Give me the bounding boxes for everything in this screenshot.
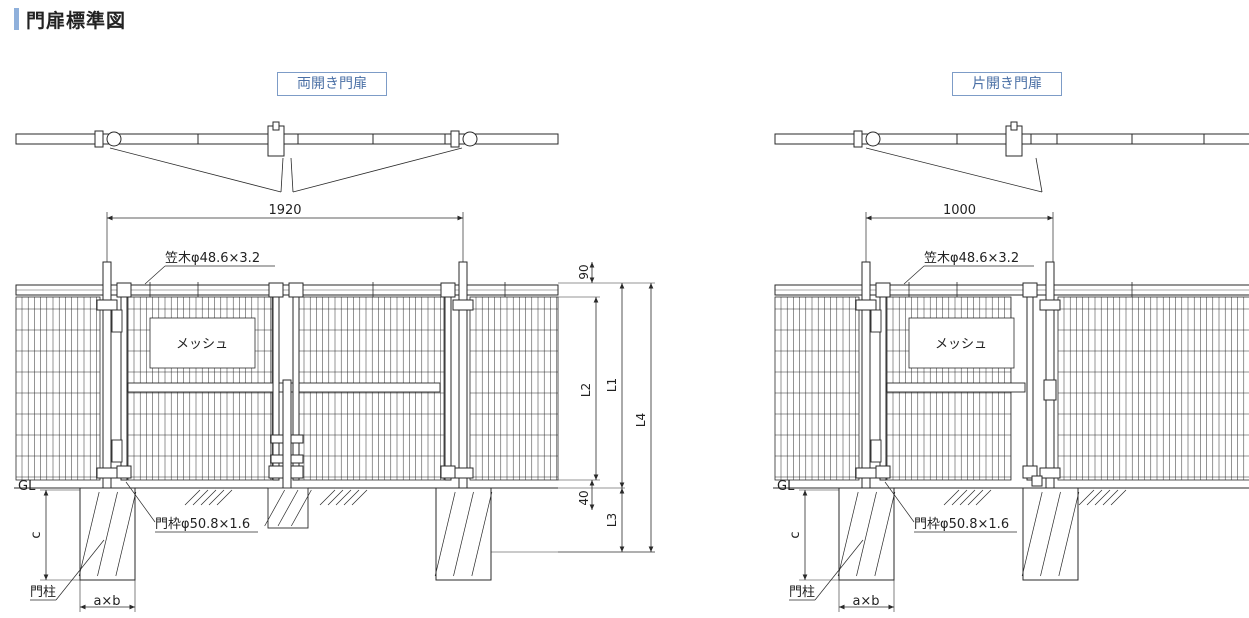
plan-hinge-bracket — [450, 130, 460, 148]
mesh-label: メッシュ — [176, 337, 228, 352]
latch-single — [1043, 379, 1057, 401]
gate-frame-foot — [268, 465, 284, 479]
dim-L1-value: L1 — [605, 378, 619, 392]
top-rail-leader — [903, 265, 925, 285]
footing-hatch-1 — [1021, 491, 1080, 577]
dim-L2-value: L2 — [579, 383, 593, 397]
plan-view — [774, 121, 1249, 193]
single-gate-drawing: 1000笠木φ48.6×3.2メッシュGL門枠φ50.8×1.6c門柱a×b90… — [773, 121, 1249, 612]
footing-hatch-0 — [837, 491, 896, 577]
plan-latch-knob — [1010, 121, 1018, 131]
plan-rail — [15, 133, 559, 145]
hinge — [870, 309, 882, 333]
plan-hinge — [462, 131, 478, 147]
plan-latch-knob — [272, 121, 280, 131]
dim-L4-value: L4 — [634, 413, 648, 427]
dim-top-value: 90 — [577, 264, 591, 279]
gate-frame-cap — [875, 282, 891, 298]
fence-mesh-left — [15, 296, 101, 481]
socket-hatch — [264, 489, 312, 527]
gate-frame-cap — [440, 282, 456, 298]
dim-L3-value: L3 — [605, 513, 619, 527]
fence-mesh-left-frame — [15, 296, 101, 481]
top-rail-leader — [144, 265, 166, 285]
hinge — [870, 439, 882, 463]
title-accent-bar — [14, 8, 19, 30]
post-label: 門柱 — [30, 585, 56, 600]
gate-frame-stile-2 — [292, 289, 300, 481]
mesh-label-box — [908, 317, 1015, 369]
fence-mesh-right-frame — [1057, 296, 1249, 481]
gl-label: GL — [18, 479, 36, 494]
footing-hatch-0 — [78, 491, 137, 577]
fence-mesh-left-frame — [774, 296, 860, 481]
fence-mesh-right — [1057, 296, 1249, 481]
footing-hatch-1 — [434, 491, 493, 577]
post-bracket-bottom — [452, 467, 474, 479]
depth-label: c — [788, 531, 803, 538]
fence-mesh-right-frame — [469, 296, 559, 481]
hinge — [111, 309, 123, 333]
gate-frame-cap — [116, 282, 132, 298]
gate-frame-cap — [268, 282, 284, 298]
page-title-text: 門扉標準図 — [26, 9, 127, 32]
frame-leader — [884, 481, 915, 523]
frame-label: 門枠φ50.8×1.6 — [155, 517, 250, 532]
width-dimension-value: 1920 — [268, 203, 301, 218]
depth-label: c — [29, 531, 44, 538]
gate-frame-cap — [1022, 282, 1038, 298]
ground-hatch — [943, 489, 1127, 506]
section-label-single: 片開き門扉 — [952, 72, 1062, 96]
gate-frame-foot — [1022, 465, 1038, 479]
post-label: 門柱 — [789, 585, 815, 600]
gate-frame-stile-1 — [1026, 289, 1034, 481]
plan-view — [15, 121, 559, 193]
post-leader — [55, 539, 105, 601]
mesh-label: メッシュ — [935, 337, 987, 352]
hinge — [111, 439, 123, 463]
post-bracket-bottom — [96, 467, 118, 479]
post-bracket-top — [452, 299, 474, 311]
swing-line-right — [292, 147, 463, 193]
double-gate-drawing: 1920 笠木φ48.6×3.2 メッシュ GL 門枠φ50.8×1.6 c 門柱 a×b 90… — [14, 121, 655, 612]
plan-hinge-bracket — [853, 130, 863, 148]
top-rail-label: 笠木φ48.6×3.2 — [165, 251, 260, 266]
mesh-label-box — [149, 317, 256, 369]
post-bracket-top — [96, 299, 118, 311]
plan-hinge-bracket — [94, 130, 104, 148]
gate-frame-foot — [875, 465, 891, 479]
post-bracket-bottom — [1039, 467, 1061, 479]
top-rail-label: 笠木φ48.6×3.2 — [924, 251, 1019, 266]
gate-frame-foot — [440, 465, 456, 479]
gate-frame-foot — [116, 465, 132, 479]
swing-line-single — [865, 147, 1043, 193]
frame-leader — [125, 481, 156, 523]
fence-mesh-right — [469, 296, 559, 481]
dim-bottom-value: 40 — [577, 490, 591, 505]
fence-mesh-left — [774, 296, 860, 481]
post-bracket-top — [1039, 299, 1061, 311]
drop-rod — [282, 379, 292, 501]
gate-mid-rail — [886, 382, 1026, 393]
width-dimension-value: 1000 — [943, 203, 976, 218]
gate-frame-cap — [288, 282, 304, 298]
plan-hinge — [106, 131, 122, 147]
frame-label: 門枠φ50.8×1.6 — [914, 517, 1009, 532]
gate-frame-stile-1 — [272, 289, 280, 481]
gl-label: GL — [777, 479, 795, 494]
stop-single — [1031, 475, 1043, 487]
gate-frame-stile-3 — [444, 289, 452, 481]
section-label-double: 両開き門扉 — [277, 72, 387, 96]
post-leader — [814, 539, 864, 601]
page-title: 門扉標準図 — [14, 7, 127, 32]
swing-line-left — [109, 147, 282, 193]
footing-label: a×b — [852, 594, 879, 609]
post-bracket-top — [855, 299, 877, 311]
footing-label: a×b — [93, 594, 120, 609]
plan-hinge — [865, 131, 881, 147]
ground-hatch — [184, 489, 368, 506]
post-bracket-bottom — [855, 467, 877, 479]
